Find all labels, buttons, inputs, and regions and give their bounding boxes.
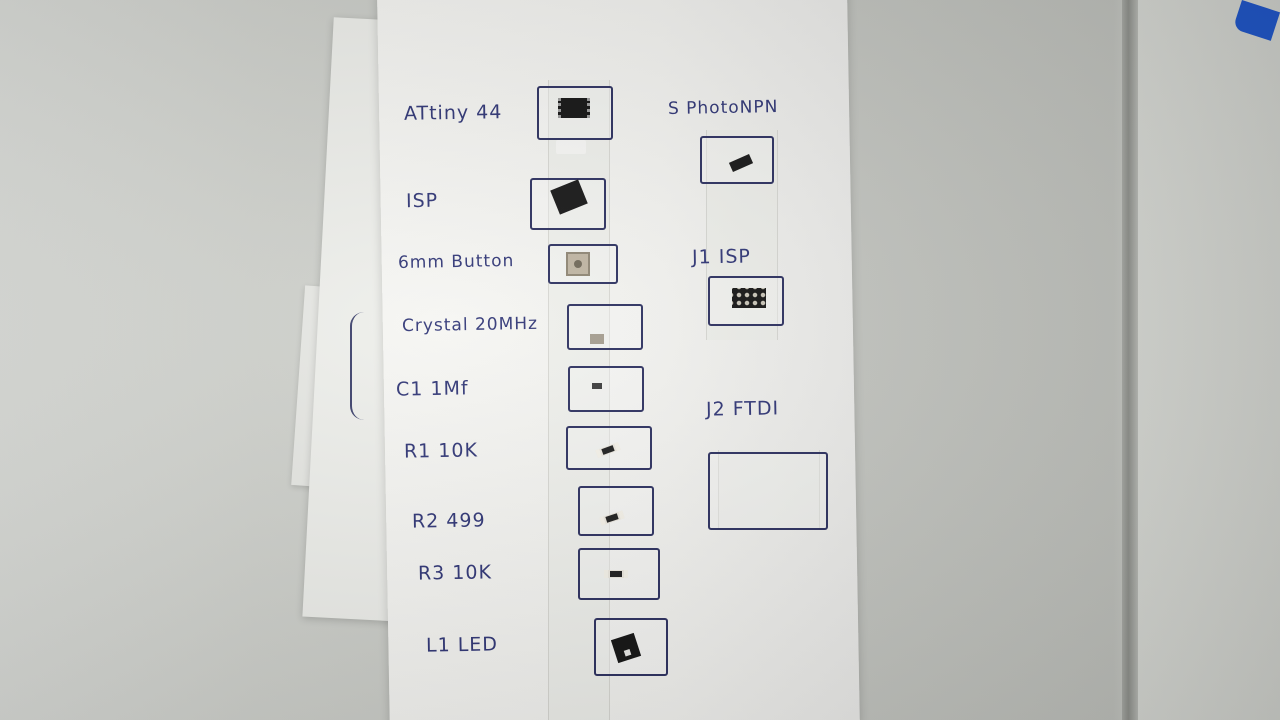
slot-r2 <box>578 486 654 536</box>
label-r1: R1 10K <box>403 439 479 463</box>
label-r3: R3 10K <box>417 561 493 585</box>
wall-panel-right <box>1138 0 1280 720</box>
wall-seam <box>1122 0 1138 720</box>
capacitor-icon <box>592 383 602 389</box>
tape-strip <box>718 450 820 530</box>
resistor-icon <box>604 570 628 578</box>
tape-residue <box>556 140 586 154</box>
label-attiny: ATtiny 44 <box>403 101 503 125</box>
pin-header-icon <box>732 288 766 308</box>
label-r2: R2 499 <box>411 509 486 533</box>
slot-j2-empty <box>708 452 828 530</box>
slot-c1 <box>568 366 644 412</box>
label-button: 6mm Button <box>397 250 515 274</box>
slot-photo <box>700 136 774 184</box>
tact-button-icon <box>566 252 590 276</box>
label-photo: S PhotoNPN <box>667 97 779 119</box>
drawn-brace <box>350 312 376 420</box>
slot-l1 <box>594 618 668 676</box>
label-isp: ISP <box>405 189 439 213</box>
soic-chip-icon <box>558 98 590 118</box>
label-j2: J2 FTDI <box>705 397 780 421</box>
label-l1: L1 LED <box>425 633 499 657</box>
label-crystal: Crystal 20MHz <box>401 313 539 337</box>
crystal-icon <box>590 334 604 344</box>
label-j1: J1 ISP <box>691 245 752 269</box>
label-c1: C1 1Mf <box>395 377 469 401</box>
slot-crystal <box>567 304 643 350</box>
slot-r3 <box>578 548 660 600</box>
